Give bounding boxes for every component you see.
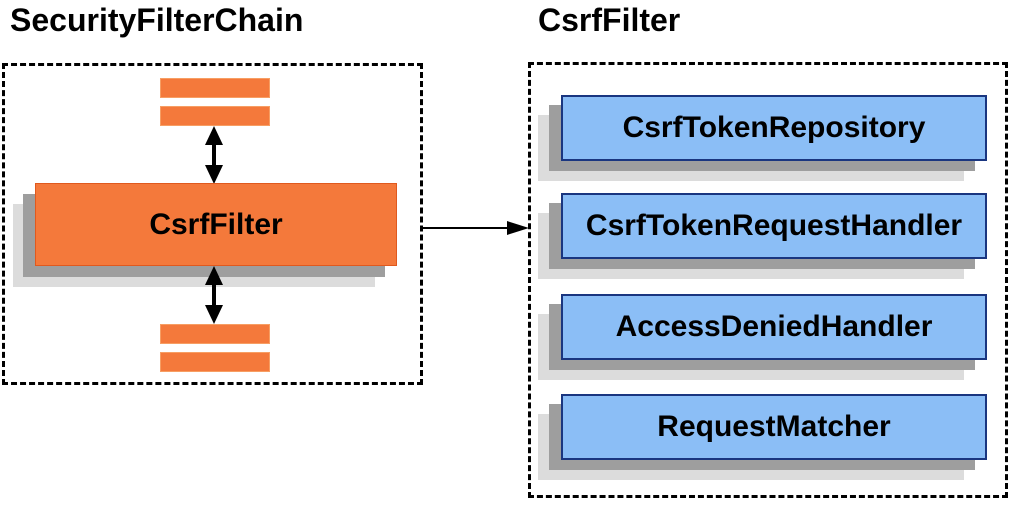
component-box-request-matcher: RequestMatcher xyxy=(561,394,987,460)
component-box-access-denied-handler: AccessDeniedHandler xyxy=(561,294,987,360)
component-label: RequestMatcher xyxy=(657,410,891,443)
flow-arrow xyxy=(423,221,529,235)
component-label: CsrfTokenRequestHandler xyxy=(585,209,963,242)
security-filter-chain-title: SecurityFilterChain xyxy=(10,2,304,38)
bidirectional-arrow-top xyxy=(205,126,223,184)
filter-bar-top-1 xyxy=(160,78,270,98)
component-box-csrf-token-request-handler: CsrfTokenRequestHandler xyxy=(561,193,987,259)
csrf-filter-container xyxy=(528,62,1008,498)
filter-bar-bottom-2 xyxy=(160,352,270,372)
csrf-filter-box: CsrfFilter xyxy=(35,183,397,266)
filter-bar-top-2 xyxy=(160,106,270,126)
security-filter-chain-container xyxy=(2,63,423,385)
component-box-csrf-token-repository: CsrfTokenRepository xyxy=(561,95,987,161)
component-label: CsrfTokenRepository xyxy=(622,111,926,144)
bidirectional-arrow-bottom xyxy=(205,266,223,324)
component-label: AccessDeniedHandler xyxy=(615,310,933,343)
csrf-filter-box-label: CsrfFilter xyxy=(149,207,283,241)
filter-bar-bottom-1 xyxy=(160,324,270,344)
csrf-filter-title: CsrfFilter xyxy=(538,2,681,38)
